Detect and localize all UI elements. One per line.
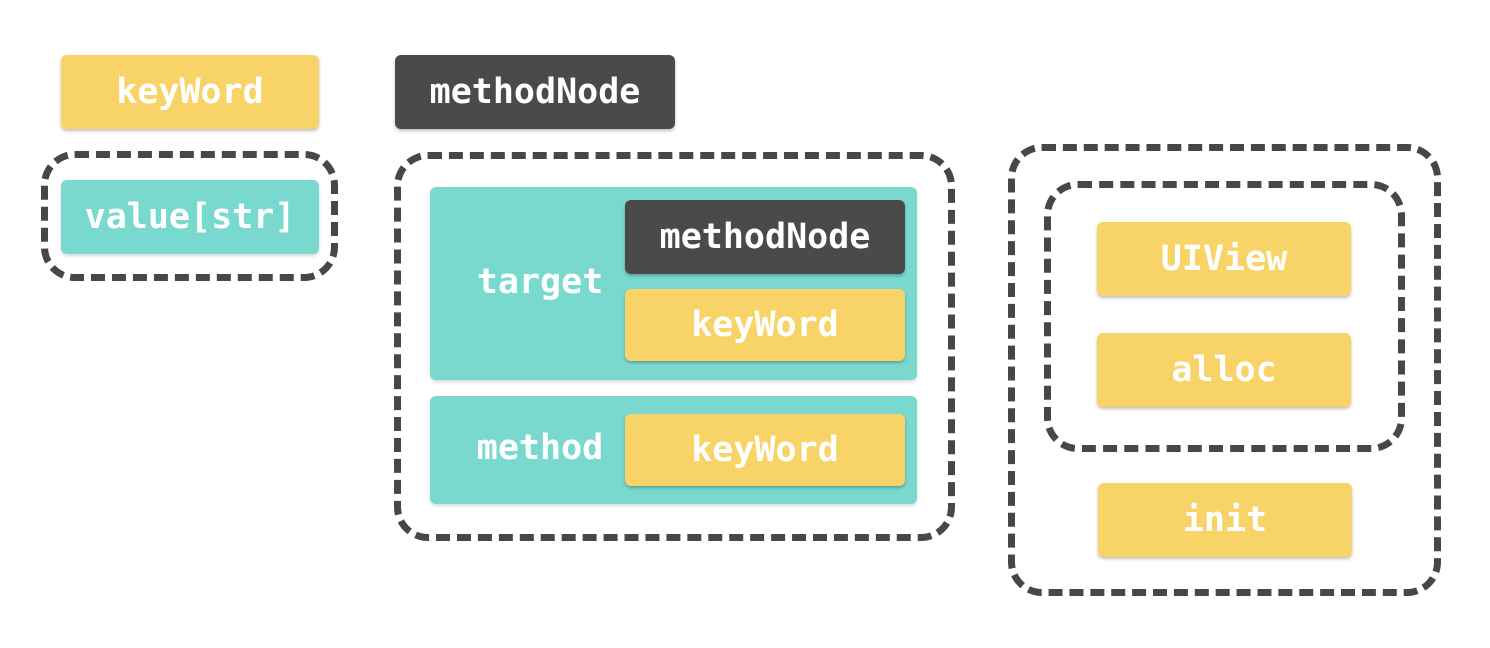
target-keyword-box: keyWord <box>625 289 905 361</box>
init-box: init <box>1098 483 1352 557</box>
target-keyword-label: keyWord <box>691 305 839 345</box>
uiview-label: UIView <box>1160 239 1288 279</box>
value-container <box>41 151 338 281</box>
method-label: method <box>476 428 604 468</box>
target-method-node-label: methodNode <box>659 217 871 257</box>
target-method-node-box: methodNode <box>625 200 905 274</box>
method-keyword-box: keyWord <box>625 414 905 486</box>
target-label: target <box>476 262 604 302</box>
method-node-container <box>394 152 955 541</box>
value-str-label: value[str] <box>84 197 296 237</box>
method-keyword-label: keyWord <box>691 430 839 470</box>
alloc-label: alloc <box>1171 350 1277 390</box>
outer-expression-container <box>1008 144 1441 596</box>
keyword-header-label: keyWord <box>116 72 264 112</box>
alloc-box: alloc <box>1097 333 1351 407</box>
value-str-box: value[str] <box>61 180 319 254</box>
uiview-box: UIView <box>1097 222 1351 296</box>
method-node-header-box: methodNode <box>395 55 675 129</box>
init-label: init <box>1182 500 1268 540</box>
inner-expression-container <box>1044 181 1405 452</box>
keyword-header-box: keyWord <box>61 55 319 129</box>
method-node-header-label: methodNode <box>429 72 641 112</box>
